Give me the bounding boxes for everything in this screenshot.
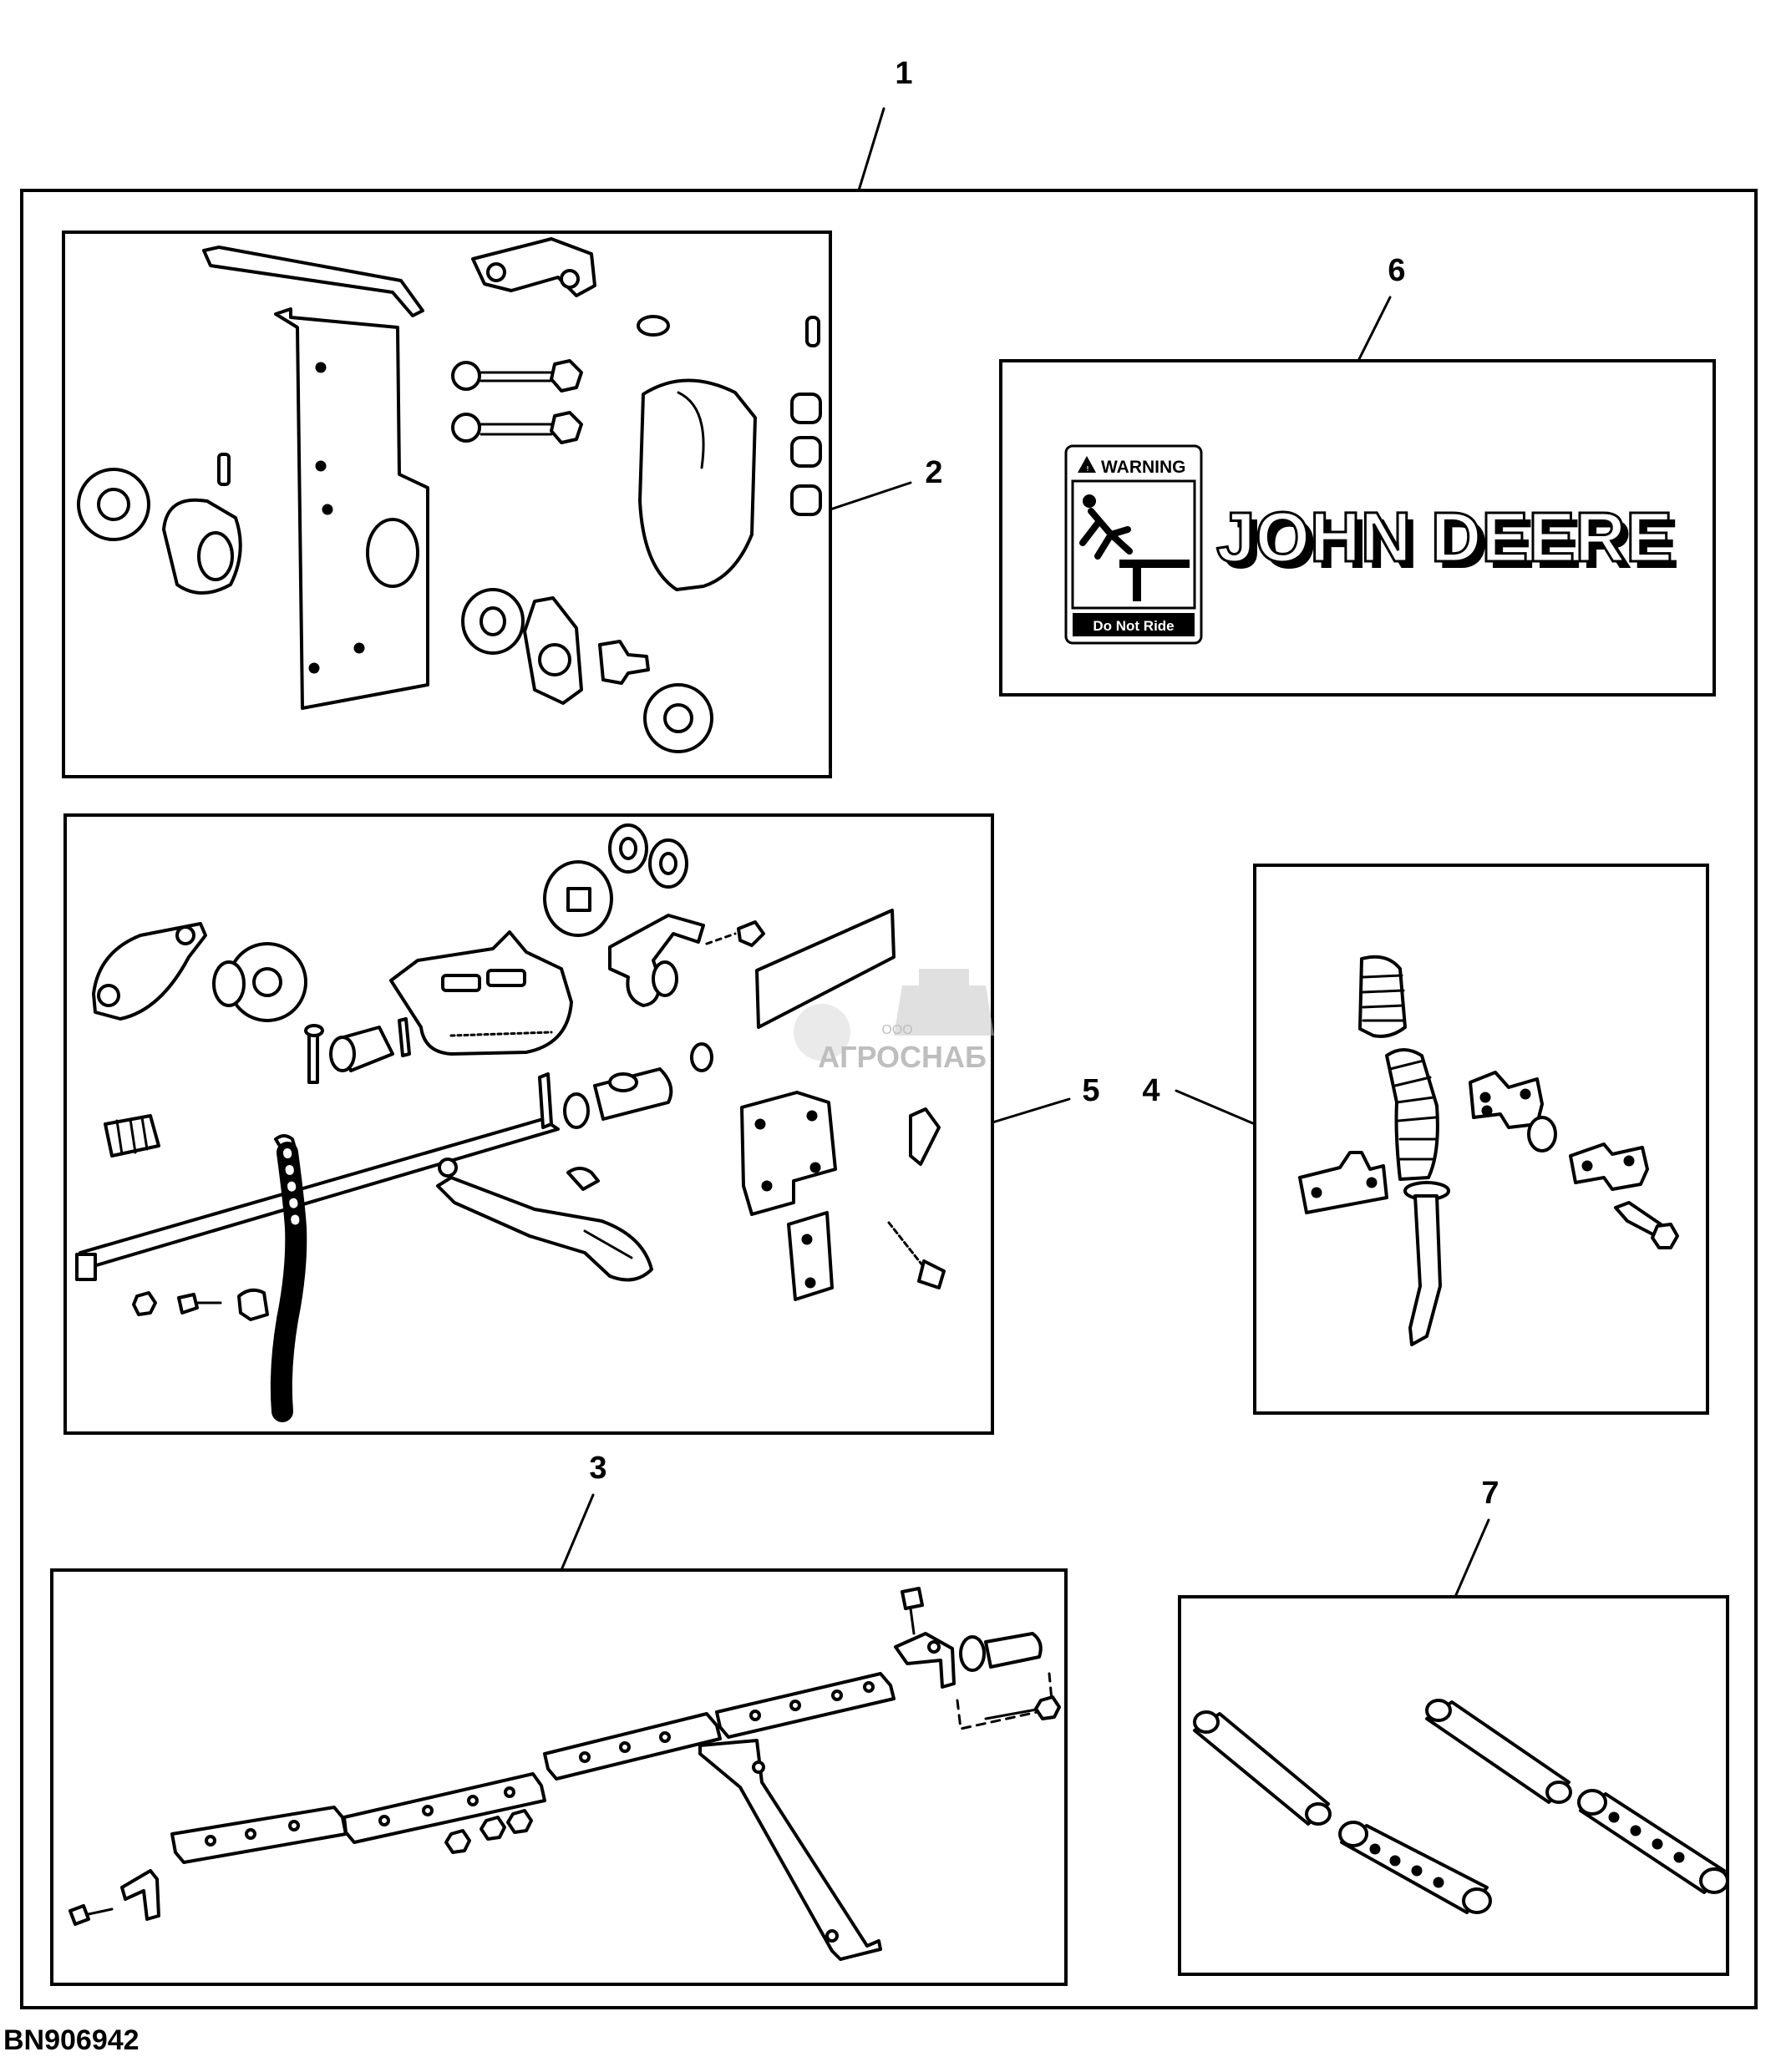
- warning-triangle-icon: [1078, 456, 1096, 473]
- item-2-panel: 2: [62, 231, 943, 778]
- item-4-panel: 4: [1142, 864, 1709, 1415]
- callout-2: 2: [925, 455, 942, 490]
- callout-3: 3: [589, 1451, 606, 1486]
- callout-6: 6: [1388, 253, 1405, 288]
- warning-decal: ! WARNING Do Not Ride: [1064, 444, 1203, 645]
- agrosnab-logo-icon: ООО АГРОСНАБ: [794, 969, 994, 1074]
- watermark-small: ООО: [881, 1023, 912, 1037]
- brand-decal: JOHN DEERE: [1216, 498, 1672, 576]
- svg-text:!: !: [1087, 465, 1089, 473]
- warning-title: WARNING: [1101, 458, 1186, 477]
- watermark-name: АГРОСНАБ: [818, 1040, 987, 1074]
- warning-caption: Do Not Ride: [1093, 618, 1174, 634]
- figure-id: BN906942: [3, 2024, 140, 2056]
- callout-7: 7: [1481, 1476, 1499, 1511]
- brand-decal-shadow: JOHN DEERE: [1223, 504, 1679, 583]
- kit-outer-frame: [20, 189, 1758, 2009]
- item-3-panel: 3: [50, 1451, 1068, 1986]
- item-7-panel: 7: [1178, 1476, 1729, 1976]
- item-5-panel: 5: [63, 813, 1100, 1435]
- do-not-ride-pictogram-icon: [1079, 494, 1190, 601]
- callout-4: 4: [1142, 1073, 1159, 1108]
- item-6-panel: 6 ! WARNING Do Not Ride JOHN DEERE JOHN …: [999, 253, 1716, 697]
- callout-1: 1: [895, 56, 912, 91]
- callout-5: 5: [1082, 1073, 1099, 1108]
